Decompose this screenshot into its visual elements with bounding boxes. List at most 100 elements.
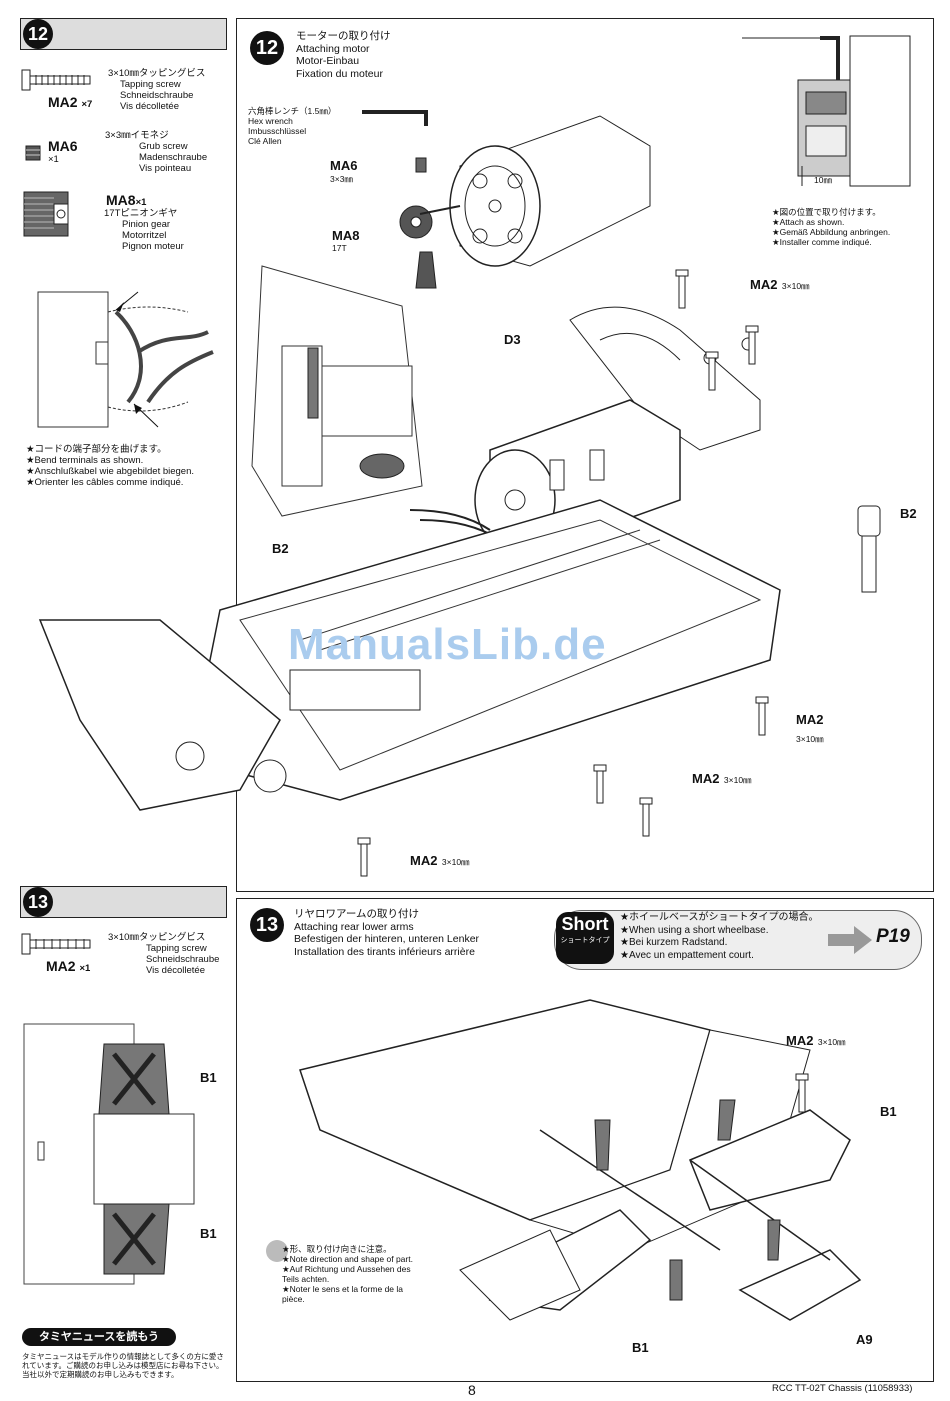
- grub-screw-icon: [25, 145, 41, 161]
- part-fr: Vis pointeau: [139, 163, 192, 174]
- tapping-screw-icon: [675, 269, 689, 309]
- chassis-illustration: [38, 499, 781, 811]
- step12-frame: [236, 18, 934, 892]
- step12-title: モーターの取り付け Attaching motor Motor-Einbau F…: [296, 30, 391, 80]
- attach-note-de: ★Gemäß Abbildung anbringen.: [772, 227, 891, 237]
- b2-post-right: [857, 505, 881, 593]
- step13-number-badge: 13: [250, 908, 284, 942]
- bend-note-fr: ★Orienter les câbles comme indiqué.: [26, 477, 184, 488]
- part-de: Motorritzel: [122, 230, 167, 241]
- step12-title-en: Attaching motor: [296, 42, 370, 55]
- part-code: MA2: [46, 958, 76, 974]
- ma2-callout-step13: MA2 3×10㎜: [786, 1033, 846, 1048]
- direction-note-dot: [266, 1240, 288, 1262]
- part-en: Pinion gear: [122, 219, 171, 230]
- step12-side-number: 12: [23, 19, 53, 49]
- ma2-callout-mid: MA2 3×10㎜: [692, 771, 752, 786]
- step13-title-fr: Installation des tirants inférieurs arri…: [294, 945, 475, 958]
- short-en: ★When using a short wheelbase.: [620, 924, 769, 936]
- part-size-jp: 3×10㎜タッピングビス: [108, 932, 206, 943]
- step12-title-de: Motor-Einbau: [296, 55, 360, 67]
- short-jp: ★ホイールベースがショートタイプの場合。: [620, 912, 819, 923]
- b2-callout-right: B2: [900, 506, 917, 521]
- step12-title-fr: Fixation du moteur: [296, 67, 383, 80]
- direction-note-en: ★Note direction and shape of part.: [282, 1254, 413, 1264]
- tamiya-news-text: タミヤニュースはモデル作りの情報誌として多くの方に愛されています。ご購読のお申し…: [22, 1352, 224, 1379]
- tool-jp: 六角棒レンチ（1.5㎜）: [248, 106, 337, 116]
- pinion-gear-icon: [399, 205, 433, 239]
- part-qty: ×1: [48, 154, 59, 165]
- attach-note-en: ★Attach as shown.: [772, 217, 845, 227]
- tool-de: Imbusschlüssel: [248, 126, 307, 136]
- tapping-screw-icon: [593, 764, 607, 804]
- part-qty: ×1: [135, 197, 147, 208]
- page-number: 8: [468, 1382, 476, 1398]
- part-en: Tapping screw: [146, 943, 207, 954]
- ma2-callout-bottom: MA2 3×10㎜: [410, 853, 470, 868]
- part-fr: Vis décolletée: [146, 965, 205, 976]
- step13-title: リヤロワアームの取り付け Attaching rear lower arms B…: [294, 908, 479, 958]
- tool-en: Hex wrench: [248, 116, 293, 126]
- page-ref-link[interactable]: P19: [876, 926, 910, 947]
- motor-position-inset: [742, 35, 911, 187]
- ma6-callout: MA6: [330, 158, 358, 173]
- tool-fr: Clé Allen: [248, 136, 282, 146]
- attach-note-fr: ★Installer comme indiqué.: [772, 237, 872, 247]
- bend-note: ★コードの端子部分を曲げます。 ★Bend terminals as shown…: [26, 444, 194, 488]
- bend-note-de: ★Anschlußkabel wie abgebildet biegen.: [26, 466, 195, 477]
- dimension-label: 10㎜: [814, 175, 832, 185]
- part-size-jp: 3×3㎜イモネジ: [105, 130, 169, 141]
- tapping-screw-icon: [357, 837, 371, 877]
- document-id: RCC TT-02T Chassis (11058933): [772, 1383, 913, 1394]
- direction-note-de: ★Auf Richtung und Aussehen des Teils ach…: [282, 1264, 411, 1284]
- step13-frame: [236, 898, 934, 1382]
- part-en: Grub screw: [139, 141, 188, 152]
- tamiya-news-badge: タミヤニュースを読もう: [22, 1328, 176, 1346]
- step13-title-en: Attaching rear lower arms: [294, 920, 414, 933]
- step12-side-header: 12: [20, 18, 227, 50]
- part-fr: Pignon moteur: [122, 241, 184, 252]
- direction-note-jp: ★形、取り付け向きに注意。: [282, 1244, 392, 1254]
- attach-note-jp: ★図の位置で取り付けます。: [772, 207, 881, 217]
- hex-wrench-icon: [362, 110, 428, 126]
- b1-side-label-bottom: B1: [200, 1226, 217, 1241]
- b1-callout-bottom: B1: [632, 1340, 649, 1355]
- bend-note-en: ★Bend terminals as shown.: [26, 455, 144, 466]
- step12-title-jp: モーターの取り付け: [296, 30, 391, 42]
- step13-title-jp: リヤロワアームの取り付け: [294, 908, 420, 920]
- ma6-size: 3×3㎜: [330, 174, 353, 184]
- direction-note-fr: ★Noter le sens et la forme de la pièce.: [282, 1284, 404, 1304]
- hex-wrench-label: 六角棒レンチ（1.5㎜） Hex wrench Imbusschlüssel C…: [248, 106, 336, 146]
- watermark: ManualsLib.de: [288, 620, 607, 669]
- part-qty: ×7: [81, 99, 93, 110]
- ma8-callout: MA8: [332, 228, 360, 243]
- tapping-screw-icon: [21, 933, 91, 955]
- part-size-jp: 17Tピニオンギヤ: [104, 208, 178, 219]
- part-fr: Vis décolletée: [120, 101, 179, 112]
- a9-callout: A9: [856, 1332, 873, 1347]
- b1-side-label-top: B1: [200, 1070, 217, 1085]
- tapping-screw-icon: [705, 351, 719, 391]
- rear-chassis-illustration: [299, 999, 862, 1321]
- grub-screw-icon: [415, 157, 427, 173]
- b1-callout-right: B1: [880, 1104, 897, 1119]
- part-de: Madenschraube: [139, 152, 208, 163]
- ma8-size: 17T: [332, 243, 347, 253]
- part-code: MA2: [48, 94, 78, 110]
- short-fr: ★Avec un empattement court.: [620, 949, 754, 961]
- b1-arms-side-illustration: [23, 1023, 195, 1285]
- grease-tube-icon: [415, 251, 437, 289]
- short-badge: Short ショートタイプ: [556, 912, 614, 964]
- part-de: Schneidschraube: [120, 90, 194, 101]
- short-badge-sub: ショートタイプ: [560, 937, 610, 944]
- arrow-right-icon: [828, 926, 872, 954]
- step13-title-de: Befestigen der hinteren, unteren Lenker: [294, 933, 480, 945]
- gearbox-inset-illustration: [251, 265, 423, 517]
- short-badge-text: Short: [561, 914, 609, 934]
- part-qty: ×1: [79, 963, 91, 974]
- bend-note-jp: ★コードの端子部分を曲げます。: [26, 444, 167, 455]
- part-code: MA8: [106, 192, 136, 208]
- step12-number-badge: 12: [250, 31, 284, 65]
- tapping-screw-icon: [745, 325, 759, 365]
